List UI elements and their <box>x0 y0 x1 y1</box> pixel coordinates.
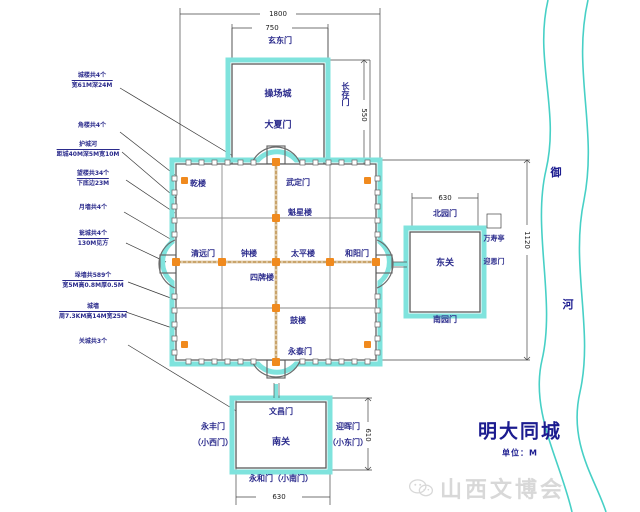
gate-heyangmen: 和阳门 <box>345 249 369 258</box>
gate-yongfengmen: 永丰门 <box>201 422 225 431</box>
river-label-yu: 御 <box>550 166 562 179</box>
annotation-0: 城楼共4个 宽61M深24M <box>71 72 113 90</box>
label-wanshouting: 万寿亭 <box>483 234 505 243</box>
gate-xuandongmen: 玄东门 <box>268 36 292 45</box>
page-title: 明大同城 <box>477 420 563 443</box>
annotation-8-line1: 关城共3个 <box>78 338 108 345</box>
tower-taipinglou: 太平楼 <box>291 249 315 258</box>
leader-lines <box>119 87 244 413</box>
gate-qingyuanmen: 清远门 <box>191 249 215 258</box>
annotation-0-line1: 城楼共4个 <box>77 72 107 79</box>
tower-qianlou: 乾楼 <box>190 179 206 188</box>
gate-nanyuanmen: 南园门 <box>433 315 457 324</box>
gate-yinghuimen: 迎晖门 <box>336 422 360 431</box>
gate-wenchangmen: 文昌门 <box>269 407 293 416</box>
gate-yinghuimen-alias: （小东门） <box>328 438 368 447</box>
label-nanguan: 南关 <box>271 437 291 448</box>
annotation-5: 瓮城共4个 130M见方 <box>77 230 109 248</box>
dim-east-top: 630 <box>438 194 452 202</box>
annotation-1-line1: 角楼共4个 <box>77 122 107 129</box>
annotation-2: 护城河 距城40M深5M宽10M <box>56 141 120 159</box>
watch-towers <box>171 159 381 365</box>
gate-wudingmen: 武定门 <box>286 178 310 187</box>
label-caochangcheng: 操场城 <box>264 89 292 100</box>
annotation-2-line2: 距城40M深5M宽10M <box>56 149 120 159</box>
river-label-he: 河 <box>562 298 574 311</box>
dim-south-right: 610 <box>364 428 372 442</box>
dim-top-outer: 1800 <box>269 10 287 18</box>
annotation-6-line1: 垛墙共589个 <box>74 272 112 279</box>
annotation-3-line1: 望楼共34个 <box>76 170 110 177</box>
tower-sipailou: 四牌楼 <box>250 273 274 282</box>
gate-yonghemen: 永和门（小南门） <box>249 474 313 483</box>
watermark: 山西文博会 <box>408 468 638 508</box>
watermark-text: 山西文博会 <box>440 478 566 503</box>
annotation-4-line1: 月墙共4个 <box>78 204 108 211</box>
annotation-7: 城墙 周7.3KM高14M宽25M <box>59 303 127 321</box>
tower-kuixinglou: 魁星楼 <box>288 208 312 217</box>
annotation-3: 望楼共34个 下底边23M <box>76 170 110 188</box>
annotation-0-line2: 宽61M深24M <box>71 80 113 90</box>
annotation-6: 垛墙共589个 宽5M高0.8M厚0.5M <box>62 272 124 290</box>
annotation-5-line2: 130M见方 <box>77 238 109 248</box>
label-dongguan: 东关 <box>435 258 455 269</box>
annotation-6-line2: 宽5M高0.8M厚0.5M <box>62 280 124 290</box>
annotation-7-line2: 周7.3KM高14M宽25M <box>59 311 127 321</box>
annotation-3-line2: 下底边23M <box>76 178 110 188</box>
gate-changcunmen: 长存门 <box>341 82 350 106</box>
tower-zhonglou: 钟楼 <box>241 249 257 258</box>
river <box>538 0 607 512</box>
annotation-2-line1: 护城河 <box>78 141 98 148</box>
wechat-icon <box>408 479 434 497</box>
outer-moat-outline <box>160 149 392 375</box>
annotation-4: 月墙共4个 <box>79 204 107 212</box>
gate-beiyuanmen: 北园门 <box>433 209 457 218</box>
gate-daxiamen: 大夏门 <box>264 120 292 131</box>
dim-east-right: 1120 <box>523 231 531 249</box>
tower-gulou: 鼓楼 <box>290 316 306 325</box>
dim-caochang-right: 550 <box>360 108 368 122</box>
annotation-7-line1: 城墙 <box>86 303 100 310</box>
node-markers <box>172 158 380 366</box>
gate-yingenmen: 迎恩门 <box>483 257 505 266</box>
gate-yongfengmen-alias: （小西门） <box>193 438 233 447</box>
gate-yongtaimen: 永泰门 <box>288 347 312 356</box>
annotation-8: 关城共3个 <box>79 338 107 346</box>
dim-south-bottom: 630 <box>272 493 286 501</box>
annotation-1: 角楼共4个 <box>78 122 106 130</box>
dim-top-inner: 750 <box>265 24 279 32</box>
unit-note: 单位：M <box>502 448 538 458</box>
annotation-5-line1: 瓮城共4个 <box>78 230 108 237</box>
